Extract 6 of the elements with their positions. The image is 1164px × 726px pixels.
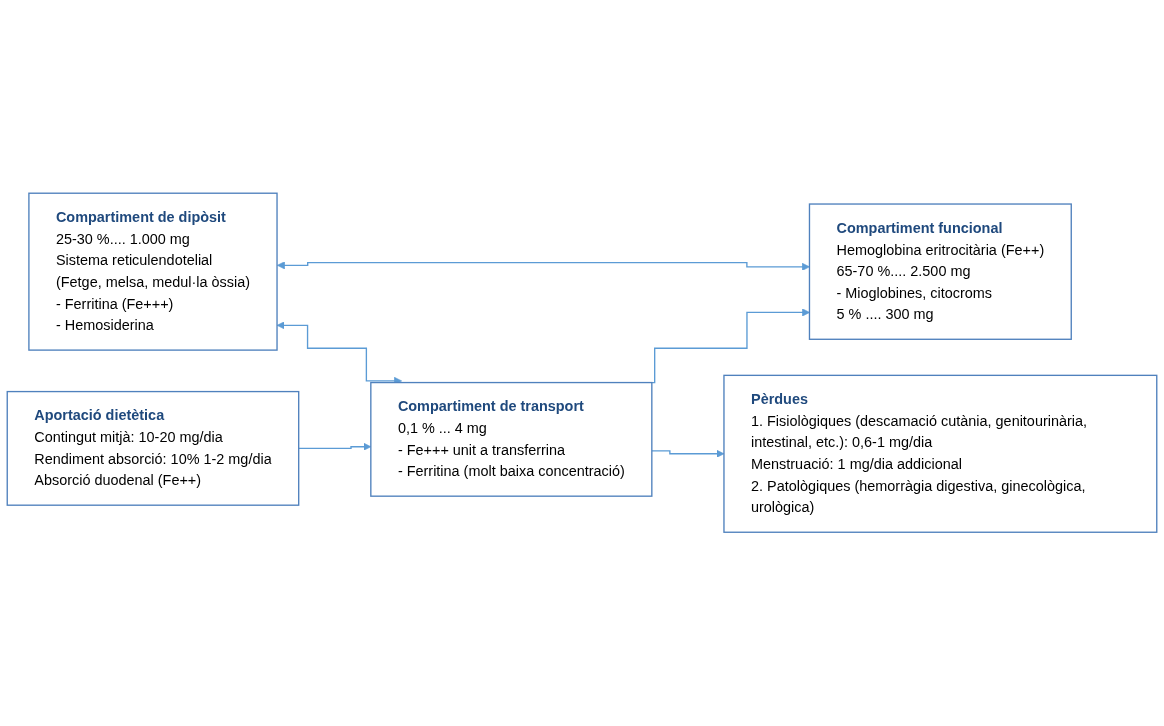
node-box: Compartiment de transport 0,1 % ... 4 mg - Fe+++ unit a transferrina - Ferritina (molt baixa concentració)	[370, 382, 653, 498]
arrow	[277, 261, 810, 272]
node-box: Compartiment de dipòsit 25-30 %.... 1.000 mg Sistema reticulendotelial (Fetge, melsa, medul·la òssia) - Ferritina (Fe+++) - Hemosiderina	[28, 192, 278, 352]
node-box: Compartiment funcional Hemoglobina eritrocitària (Fe++) 65-70 %.... 2.500 mg - Mioglobines, citocroms 5 % .... 300 mg	[808, 203, 1072, 341]
node-box: Aportació dietètica Contingut mitjà: 10-20 mg/dia Rendiment absorció: 10% 1-2 mg/dia Absorció duodenal (Fe++)	[6, 391, 300, 507]
node-box: Pèrdues 1. Fisiològiques (descamació cutània, genitourinària, intestinal, etc.): 0,6-1 mg/dia Menstruació: 1 mg/dia addicional 2. Patològiques (hemorràgia digestiva, ginecològica, urològica)	[723, 374, 1158, 534]
